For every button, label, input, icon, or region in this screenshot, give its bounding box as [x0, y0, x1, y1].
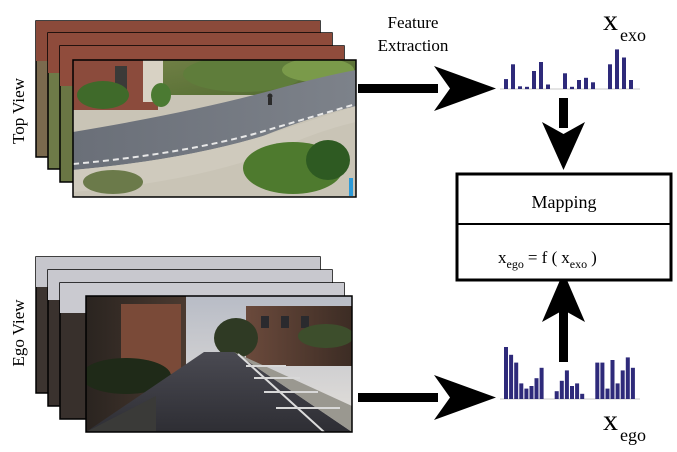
exo-histogram-bar [504, 79, 508, 89]
arrow-top-view-to-exo-features [358, 66, 496, 111]
exo-histogram-bar [563, 73, 567, 89]
feature-extraction-label-line2: Extraction [378, 36, 449, 55]
top-view-frame-stack [35, 20, 357, 198]
top-view-label: Top View [9, 77, 28, 144]
formula-text: xego= f (xexo) [498, 248, 597, 271]
ego-histogram-bar [554, 391, 559, 399]
ego-histogram-bar [504, 347, 508, 399]
x-ego-subscript: ego [620, 425, 646, 445]
exo-histogram-bar [615, 49, 619, 89]
formula-exo-subscript: exo [570, 257, 587, 271]
x-exo-subscript: exo [620, 25, 646, 45]
x-ego-symbol: x [603, 404, 618, 437]
ego-histogram-bar [610, 360, 615, 399]
ego-histogram-bar [620, 370, 625, 399]
exo-histogram-bar [577, 80, 581, 89]
arrow-ego-features-to-mapping [542, 272, 585, 362]
x-exo-symbol: x [603, 4, 618, 37]
ego-histogram-bar [605, 388, 610, 399]
exo-histogram-bar [608, 64, 612, 90]
exo-histogram-bar [629, 80, 633, 89]
ego-histogram-bar [580, 393, 585, 399]
arrow-ego-view-to-ego-features [358, 375, 496, 420]
ego-histogram-bar [575, 383, 580, 399]
top-view-frame-front [72, 59, 357, 198]
exo-histogram-bar [546, 84, 550, 89]
ego-histogram-bar [534, 378, 539, 399]
ego-histogram-bar [509, 354, 514, 399]
ego-histogram-bar [559, 380, 564, 399]
formula-x: x [498, 248, 507, 267]
exo-histogram-bar [539, 62, 543, 89]
arrow-exo-features-to-mapping [542, 98, 585, 170]
exo-histogram-bar [518, 86, 522, 89]
exo-feature-histogram [500, 49, 640, 90]
ego-view-label: Ego View [9, 299, 28, 367]
exo-histogram-bar [591, 82, 595, 90]
formula-x2: x [561, 248, 570, 267]
x-ego-label: x ego [603, 404, 646, 445]
mapping-title: Mapping [532, 192, 597, 212]
exo-histogram-bar [584, 77, 588, 90]
exo-histogram-bar [511, 64, 515, 90]
ego-feature-histogram [500, 347, 640, 400]
exo-histogram-bar [525, 86, 529, 90]
ego-histogram-bar [625, 357, 630, 399]
ego-view-frame-stack [35, 256, 353, 433]
exo-histogram-bar [532, 71, 536, 89]
ego-histogram-bar [564, 370, 569, 399]
ego-histogram-bar [519, 383, 524, 399]
exo-histogram-bar [570, 86, 574, 90]
formula-close: ) [591, 248, 597, 267]
formula-eq: = f ( [528, 248, 558, 267]
ego-histogram-bar [514, 362, 519, 399]
ego-histogram-bar [595, 362, 600, 399]
formula-ego-subscript: ego [507, 257, 524, 271]
ego-histogram-bar [630, 367, 635, 399]
x-exo-label: x exo [603, 4, 646, 45]
ego-histogram-bar [529, 386, 534, 399]
feature-extraction-label-line1: Feature [388, 13, 439, 32]
exo-histogram-bar [622, 57, 626, 89]
ego-histogram-bar [600, 362, 605, 399]
ego-view-frame-front [85, 295, 353, 433]
ego-histogram-bar [539, 367, 544, 399]
mapping-formula: xego= f (xexo) [498, 248, 597, 271]
ego-histogram-bar [615, 383, 620, 399]
mapping-box: Mapping xego= f (xexo) [455, 172, 673, 282]
ego-histogram-bar [570, 386, 574, 399]
ego-histogram-bar [524, 388, 529, 399]
